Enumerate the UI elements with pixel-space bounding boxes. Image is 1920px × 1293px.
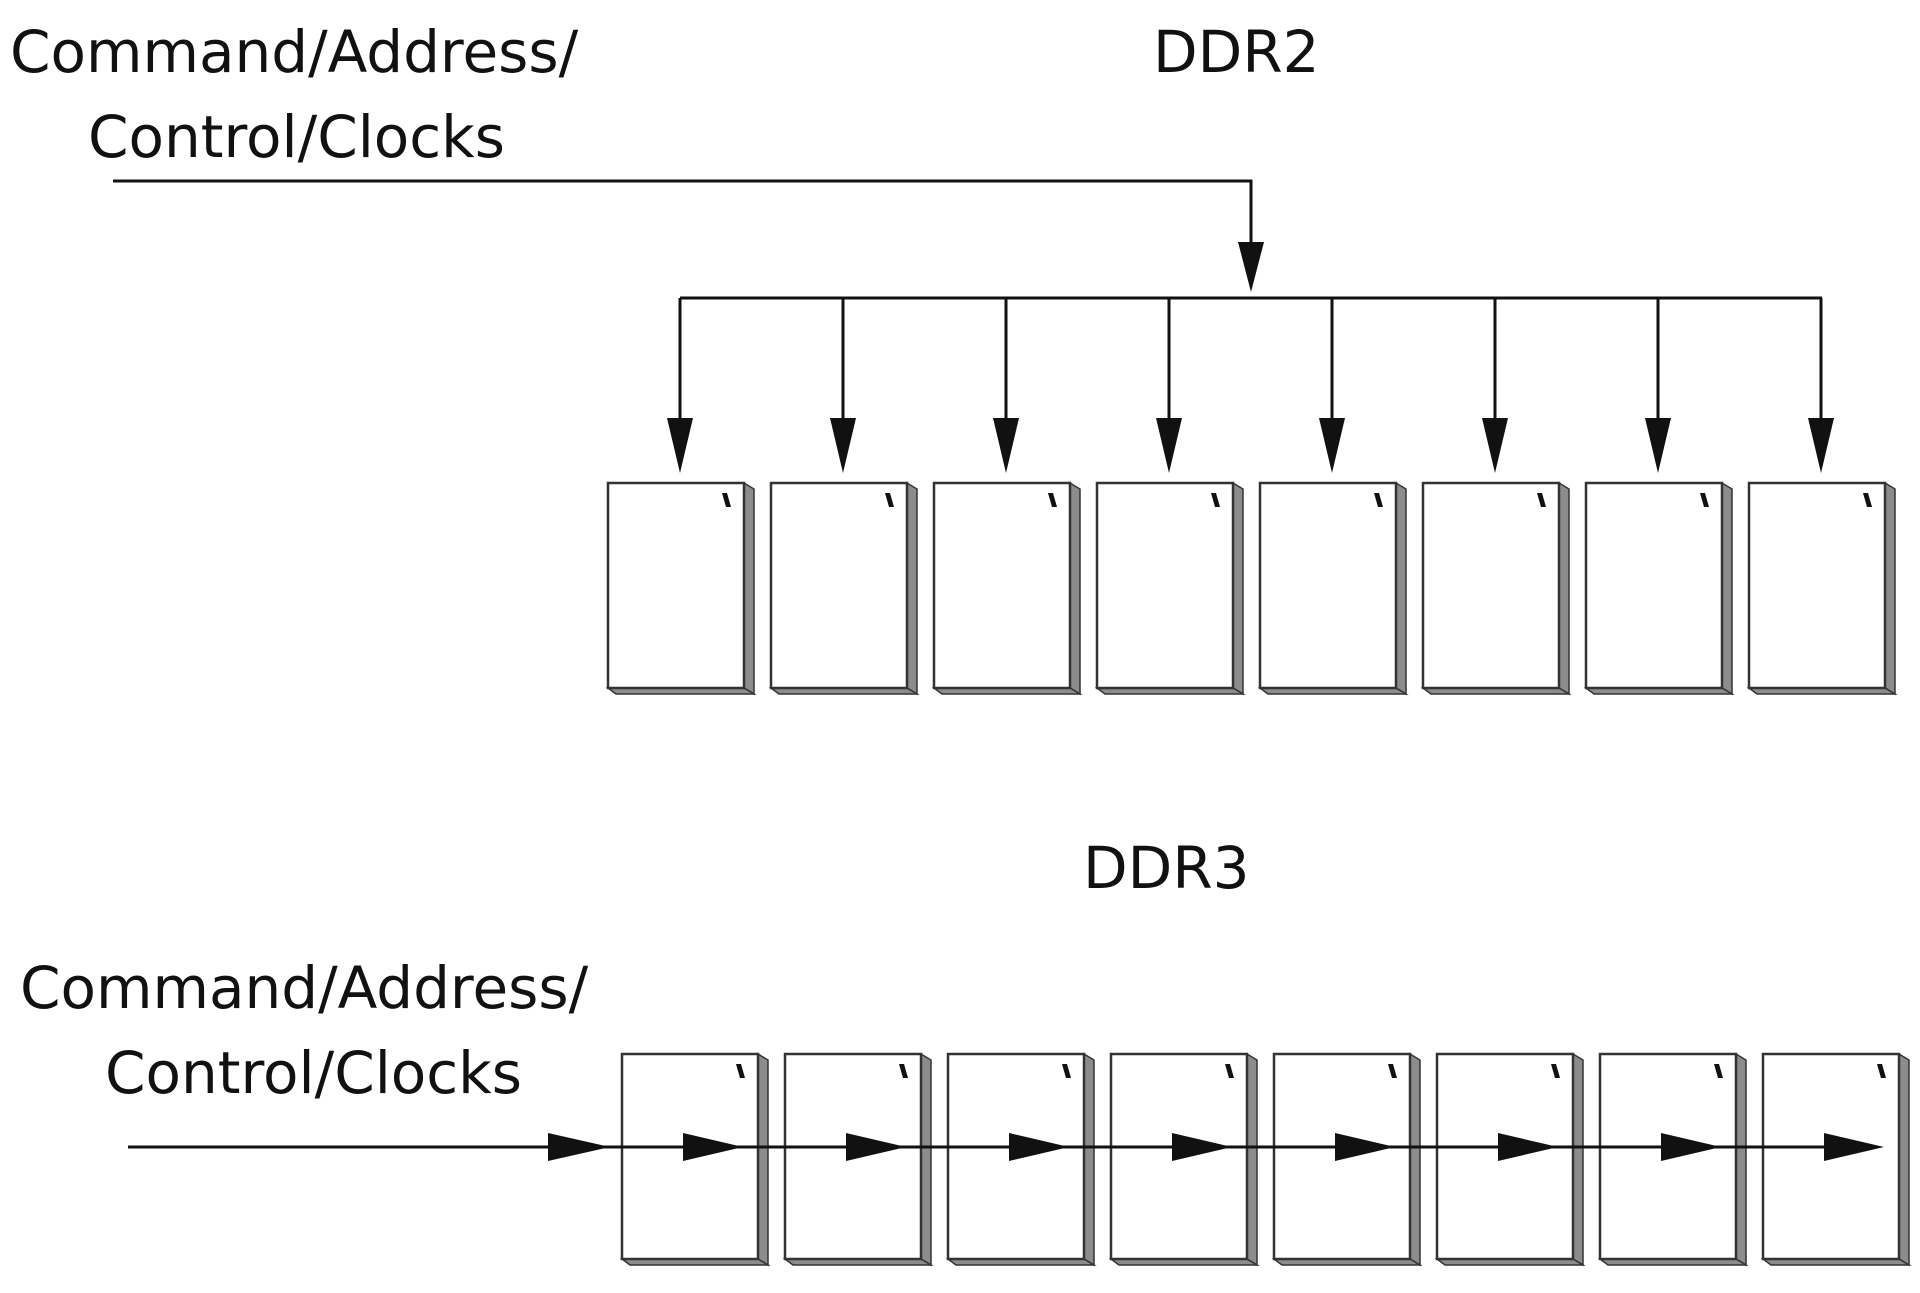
ddr2-bus-feed-line	[113, 179, 1253, 252]
ddr3-entry-arrowhead	[548, 1133, 610, 1161]
ddr2-branch-arrowhead	[993, 418, 1019, 473]
ddr3-fly-by-arrowhead	[1009, 1133, 1069, 1161]
ddr3-chip-pin1-marker	[1877, 1064, 1886, 1078]
ddr2-memory-chip	[1746, 481, 1898, 696]
ddr2-memory-chip	[605, 481, 757, 696]
ddr3-fly-by-arrowhead	[683, 1133, 743, 1161]
ddr3-fly-by-arrowhead	[1824, 1133, 1884, 1161]
ddr3-chip-pin1-marker	[899, 1064, 908, 1078]
ddr3-fly-by-arrowhead	[1498, 1133, 1558, 1161]
ddr2-chip-face	[1584, 481, 1724, 690]
ddr3-fly-by-arrowhead	[846, 1133, 906, 1161]
ddr2-chips	[605, 481, 1898, 696]
ddr3-chip-pin1-marker	[1551, 1064, 1560, 1078]
ddr2-memory-chip	[768, 481, 920, 696]
ddr2-chip-face	[1095, 481, 1235, 690]
ddr2-chip-pin1-marker	[1211, 493, 1220, 507]
ddr3-chip-side-edge	[1735, 1052, 1747, 1267]
ddr3-memory-chip	[619, 1052, 771, 1267]
ddr2-bus-label-line2: Control/Clocks	[88, 103, 505, 171]
ddr2-memory-chip	[1257, 481, 1409, 696]
ddr2-chip-pin1-marker	[885, 493, 894, 507]
ddr3-bus-label-line1: Command/Address/	[20, 954, 589, 1022]
ddr3-fly-by-arrows	[683, 1133, 1884, 1161]
ddr2-chip-side-edge	[1069, 481, 1081, 696]
ddr3-memory-chip	[1760, 1052, 1912, 1267]
ddr2-chip-side-edge	[743, 481, 755, 696]
ddr2-branch-arrowhead	[1808, 418, 1834, 473]
ddr2-chip-face	[1421, 481, 1561, 690]
ddr2-memory-chip	[1420, 481, 1572, 696]
ddr3-fly-by-arrowhead	[1661, 1133, 1721, 1161]
ddr3-chips	[619, 1052, 1912, 1267]
ddr2-chip-pin1-marker	[1537, 493, 1546, 507]
ddr2-chip-pin1-marker	[1374, 493, 1383, 507]
ddr2-chip-face	[932, 481, 1072, 690]
ddr3-chip-side-edge	[1409, 1052, 1421, 1267]
ddr2-branch-arrowhead	[1319, 418, 1345, 473]
ddr3-chip-pin1-marker	[736, 1064, 745, 1078]
ddr2-section: Command/Address/ Control/Clocks DDR2	[10, 18, 1898, 696]
ddr3-section: DDR3 Command/Address/ Control/Clocks	[20, 834, 1912, 1267]
ddr3-chip-pin1-marker	[1225, 1064, 1234, 1078]
ddr2-branch-arrowhead	[1482, 418, 1508, 473]
ddr3-chip-pin1-marker	[1714, 1064, 1723, 1078]
ddr2-chip-face	[1258, 481, 1398, 690]
ddr2-branch-arrowhead	[1645, 418, 1671, 473]
ddr3-chip-side-edge	[1898, 1052, 1910, 1267]
ddr3-fly-by-arrowhead	[1335, 1133, 1395, 1161]
ddr3-title: DDR3	[1083, 834, 1250, 902]
ddr3-chip-side-edge	[757, 1052, 769, 1267]
ddr2-chip-pin1-marker	[1863, 493, 1872, 507]
ddr2-chip-side-edge	[1558, 481, 1570, 696]
ddr2-chip-pin1-marker	[1700, 493, 1709, 507]
ddr2-chip-face	[606, 481, 746, 690]
ddr2-memory-chip	[931, 481, 1083, 696]
ddr2-branch-arrowhead	[1156, 418, 1182, 473]
ddr2-branch-arrowhead	[830, 418, 856, 473]
ddr3-fly-by-arrowhead	[1172, 1133, 1232, 1161]
ddr3-chip-side-edge	[1572, 1052, 1584, 1267]
ddr2-chip-side-edge	[906, 481, 918, 696]
ddr2-chip-face	[1747, 481, 1887, 690]
ddr2-chip-pin1-marker	[722, 493, 731, 507]
ddr2-memory-chip	[1583, 481, 1735, 696]
ddr3-chip-pin1-marker	[1388, 1064, 1397, 1078]
ddr3-memory-chip	[1434, 1052, 1586, 1267]
ddr3-memory-chip	[1108, 1052, 1260, 1267]
ddr2-chip-side-edge	[1884, 481, 1896, 696]
ddr2-chip-side-edge	[1232, 481, 1244, 696]
ddr2-chip-side-edge	[1721, 481, 1733, 696]
ddr3-chip-side-edge	[1083, 1052, 1095, 1267]
ddr3-memory-chip	[1597, 1052, 1749, 1267]
ddr3-chip-side-edge	[1246, 1052, 1258, 1267]
ddr3-chip-side-edge	[920, 1052, 932, 1267]
ddr2-branch-arrowhead	[667, 418, 693, 473]
ddr2-title: DDR2	[1153, 18, 1320, 86]
ddr2-chip-face	[769, 481, 909, 690]
ddr2-chip-pin1-marker	[1048, 493, 1057, 507]
ddr3-memory-chip	[782, 1052, 934, 1267]
ddr2-chip-side-edge	[1395, 481, 1407, 696]
ddr3-memory-chip	[945, 1052, 1097, 1267]
ddr2-bus-label-line1: Command/Address/	[10, 18, 579, 86]
ddr2-branches	[667, 298, 1834, 473]
ddr3-memory-chip	[1271, 1052, 1423, 1267]
ddr2-memory-chip	[1094, 481, 1246, 696]
ddr3-bus-label-line2: Control/Clocks	[105, 1039, 522, 1107]
ddr3-chip-pin1-marker	[1062, 1064, 1071, 1078]
ddr2-trunk-arrowhead	[1238, 242, 1264, 292]
